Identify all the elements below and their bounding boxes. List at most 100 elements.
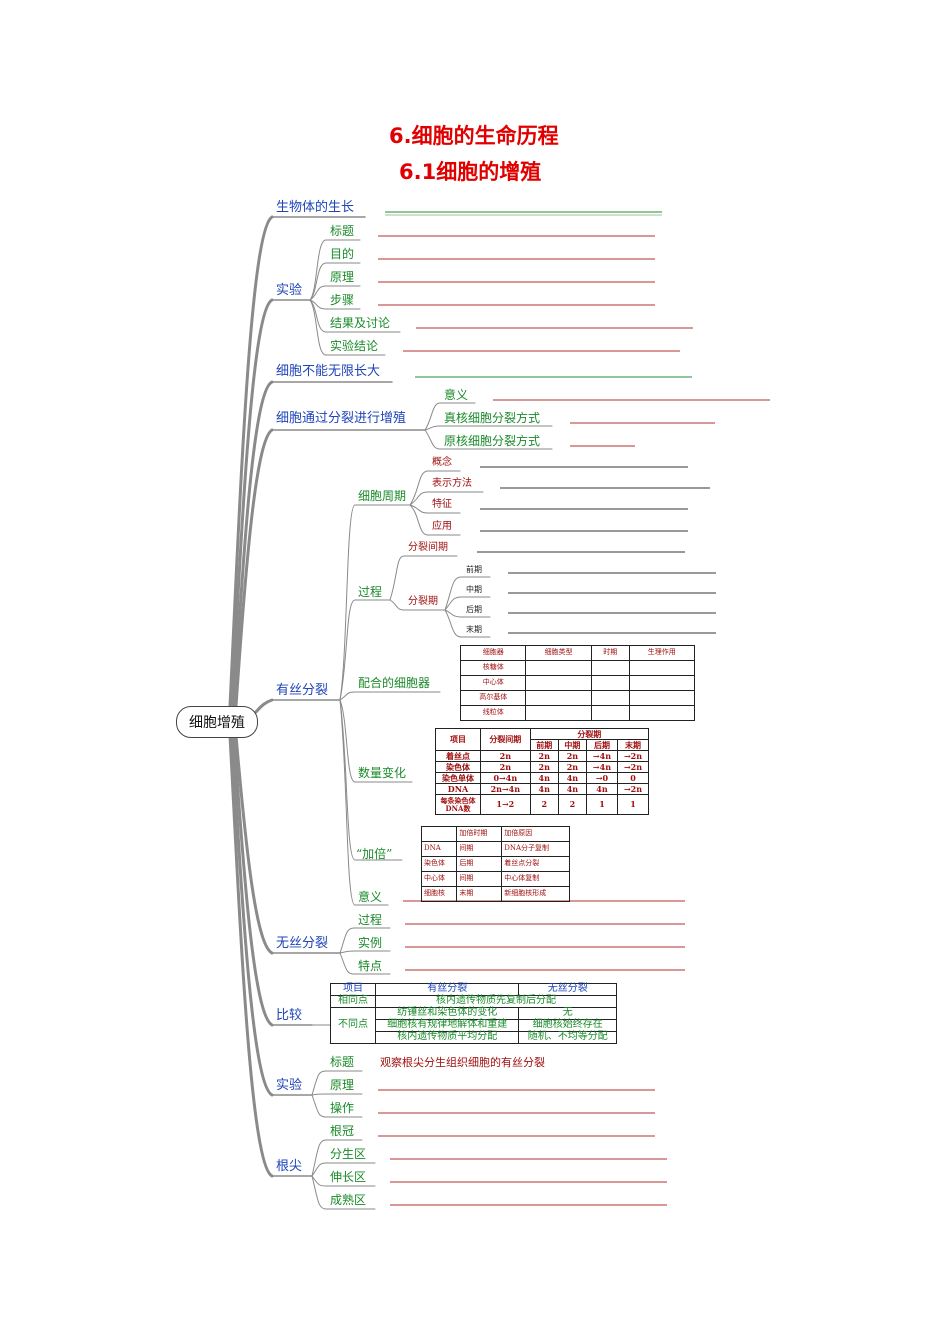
table-cell: 间期 (456, 841, 503, 857)
table-cell: →2n (616, 761, 650, 773)
table-cell: 不同点 (330, 1007, 376, 1044)
mitosis-meaning: 意义 (358, 890, 383, 904)
table-cell: 核内遗传物质平均分配 (374, 1031, 520, 1044)
table-cell: 末期 (456, 886, 503, 902)
table-cell: 间期 (456, 871, 503, 887)
division-item: 意义 (444, 388, 469, 402)
exp2-item: 操作 (330, 1101, 355, 1115)
mitosis-doubling: “加倍” (356, 847, 393, 861)
node-size-limit: 细胞不能无限长大 (276, 364, 381, 379)
node-experiment-1: 实验 (276, 283, 303, 298)
node-compare: 比较 (276, 1008, 303, 1023)
exp1-item: 目的 (330, 247, 355, 261)
table-cell: →2n (616, 783, 650, 795)
node-root-tip: 根尖 (276, 1159, 303, 1174)
table-header: 中期 (557, 739, 587, 751)
phase-item: 中期 (466, 585, 482, 594)
table-header: 项目 (435, 728, 481, 751)
table-cell: 4n (557, 783, 587, 795)
table-header (420, 826, 458, 842)
table-cell: 4n (557, 772, 587, 784)
table-cell: 2n (529, 761, 559, 773)
table-cell: 2n→4n (480, 783, 531, 795)
table-cell: 新细胞核形成 (501, 886, 570, 902)
table-cell: DNA (435, 783, 481, 795)
amitosis-item: 过程 (358, 913, 383, 927)
mitosis-quantity: 数量变化 (358, 766, 407, 780)
compare-table: 项目有丝分裂无丝分裂 相同点核内遗传物质先复制后分配 不同点纺锤丝和染色体的变化… (330, 983, 617, 1044)
table-cell: 染色单体 (435, 772, 481, 784)
table-cell: 纺锤丝和染色体的变化 (374, 1007, 520, 1020)
node-mitosis: 有丝分裂 (276, 683, 329, 698)
exp1-item: 步骤 (330, 293, 355, 307)
node-growth: 生物体的生长 (276, 200, 355, 215)
cycle-item: 应用 (432, 521, 452, 532)
table-cell: 细胞核始终存在 (518, 1019, 617, 1032)
table-cell: 中心体复制 (501, 871, 570, 887)
table-cell: 无 (518, 1007, 617, 1020)
table-header: 时期 (590, 645, 630, 661)
exp2-item: 标题 (330, 1055, 355, 1069)
exp1-item: 实验结论 (330, 339, 379, 353)
table-cell: 核糖体 (459, 660, 527, 676)
table-header: 分裂期 (529, 728, 650, 740)
mitosis-process: 过程 (358, 585, 383, 599)
table-cell: 线粒体 (459, 705, 527, 721)
table-cell: 4n (585, 783, 618, 795)
table-cell: 2n (557, 761, 587, 773)
node-division: 细胞通过分裂进行增殖 (276, 411, 407, 426)
node-experiment-2: 实验 (276, 1078, 303, 1093)
table-cell: 1 (585, 794, 618, 815)
table-cell: 细胞核 (420, 886, 458, 902)
table-cell: 细胞核有规律地解体和重建 (374, 1019, 520, 1032)
phase-item: 后期 (466, 605, 482, 614)
table-header: 细胞类型 (525, 645, 592, 661)
exp1-item: 标题 (330, 224, 355, 238)
table-cell: 0 (616, 772, 650, 784)
table-header: 有丝分裂 (374, 983, 520, 996)
root-tip-item: 伸长区 (330, 1170, 367, 1184)
cycle-item: 表示方法 (432, 478, 472, 489)
division-item: 真核细胞分裂方式 (444, 411, 541, 425)
table-cell: DNA (420, 841, 458, 857)
organelle-table: 细胞器细胞类型时期生理作用 核糖体 中心体 高尔基体 线粒体 (459, 645, 696, 721)
cycle-item: 概念 (432, 457, 452, 468)
node-amitosis: 无丝分裂 (276, 936, 329, 951)
table-cell: 每条染色体DNA数 (435, 794, 481, 815)
table-cell: 1 (616, 794, 650, 815)
table-header: 前期 (529, 739, 559, 751)
table-cell: →4n (585, 761, 618, 773)
division-item: 原核细胞分裂方式 (444, 434, 541, 448)
table-cell: DNA分子复制 (501, 841, 570, 857)
table-header: 项目 (330, 983, 376, 996)
table-cell: 染色体 (435, 761, 481, 773)
table-cell: 2n (480, 761, 531, 773)
table-cell: 2n (529, 750, 559, 762)
table-cell: 核内遗传物质先复制后分配 (375, 995, 617, 1008)
table-cell: 2n (557, 750, 587, 762)
table-cell: →4n (585, 750, 618, 762)
table-cell: 后期 (456, 856, 503, 872)
table-header: 末期 (616, 739, 650, 751)
table-cell: 着丝点分裂 (501, 856, 570, 872)
table-cell: 2n (480, 750, 531, 762)
exp2-item: 原理 (330, 1078, 355, 1092)
table-cell: 中心体 (459, 675, 527, 691)
table-header: 加倍时期 (456, 826, 503, 842)
table-cell: 1→2 (480, 794, 531, 815)
table-header: 加倍原因 (501, 826, 570, 842)
table-cell: 2 (529, 794, 559, 815)
exp2-title-answer: 观察根尖分生组织细胞的有丝分裂 (380, 1056, 545, 1069)
table-cell: 随机、不均等分配 (518, 1031, 617, 1044)
phase-item: 末期 (466, 625, 482, 634)
table-cell: 高尔基体 (459, 690, 527, 706)
exp1-item: 原理 (330, 270, 355, 284)
amitosis-item: 实例 (358, 936, 383, 950)
table-cell: 0→4n (480, 772, 531, 784)
mitosis-organelles: 配合的细胞器 (358, 676, 431, 690)
table-cell: 中心体 (420, 871, 458, 887)
page-title: 6.细胞的生命历程 (389, 124, 559, 148)
cycle-item: 特征 (432, 499, 452, 510)
